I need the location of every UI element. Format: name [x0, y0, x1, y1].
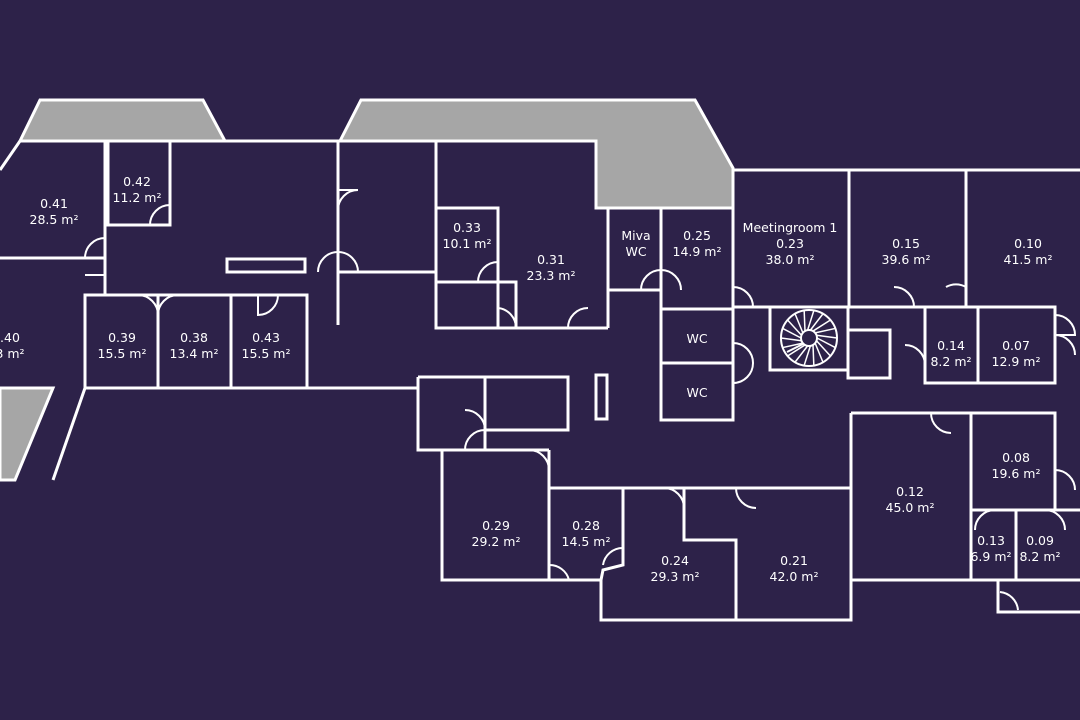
stair-tread — [794, 345, 809, 363]
stair-tread — [782, 327, 802, 339]
door-007b — [1054, 334, 1076, 356]
stair-tread — [787, 344, 806, 357]
door-043 — [257, 294, 279, 317]
wall-center — [338, 139, 735, 330]
stair-tread — [782, 342, 804, 349]
door-028 — [548, 546, 624, 581]
stair-tread — [814, 327, 836, 334]
door-025 — [660, 269, 682, 291]
door-wc — [732, 342, 755, 384]
door-007 — [1054, 314, 1077, 336]
door-015 — [893, 286, 915, 308]
door-038 — [157, 294, 179, 316]
room-label-wc2: WC — [686, 385, 707, 400]
door-013 — [974, 509, 996, 531]
stair-tread — [812, 344, 815, 366]
stair-tread — [780, 337, 802, 342]
door-033 — [477, 261, 499, 283]
wall-lower-right — [849, 411, 1080, 614]
door-bottom-right — [999, 591, 1019, 611]
door-042 — [149, 204, 171, 226]
walls — [0, 139, 1080, 622]
wall-right-upper — [733, 168, 1080, 385]
stair-tread — [815, 340, 831, 357]
door-014 — [904, 344, 926, 366]
room-label-040: .403 m² — [0, 330, 25, 361]
door-029 — [528, 449, 550, 471]
door-009 — [1044, 509, 1066, 531]
stair-tread — [794, 313, 804, 334]
door-center-1 — [337, 189, 359, 211]
wall-pillar — [594, 373, 609, 421]
door-024 — [663, 487, 685, 509]
stair-tread — [809, 313, 824, 331]
stair-tread — [816, 337, 836, 349]
door-center-2 — [317, 250, 359, 273]
wall-room-042 — [106, 141, 172, 227]
stair-tread — [803, 310, 806, 332]
door-023 — [732, 286, 754, 308]
door-middle-1 — [464, 409, 487, 451]
door-008 — [1054, 469, 1076, 491]
stair-tread — [812, 319, 831, 332]
door-012 — [930, 412, 952, 434]
wall-counter — [225, 257, 307, 274]
room-label-wc1: WC — [686, 331, 707, 346]
spiral-staircase — [780, 309, 838, 367]
terrace-top-left — [17, 98, 228, 143]
wall-room-040 — [0, 386, 87, 481]
stair-tread — [787, 319, 803, 336]
stair-tread — [814, 342, 824, 363]
stair-tread — [816, 334, 838, 339]
door-010 — [945, 283, 967, 288]
door-miva — [640, 269, 662, 291]
door-021 — [735, 487, 757, 509]
door-031a — [497, 307, 518, 329]
stair-tread — [803, 345, 812, 366]
stair-tread — [806, 310, 815, 331]
wall-wc-block — [659, 309, 735, 422]
doors — [83, 189, 1077, 611]
door-041b — [85, 257, 106, 276]
door-031b — [567, 307, 589, 329]
